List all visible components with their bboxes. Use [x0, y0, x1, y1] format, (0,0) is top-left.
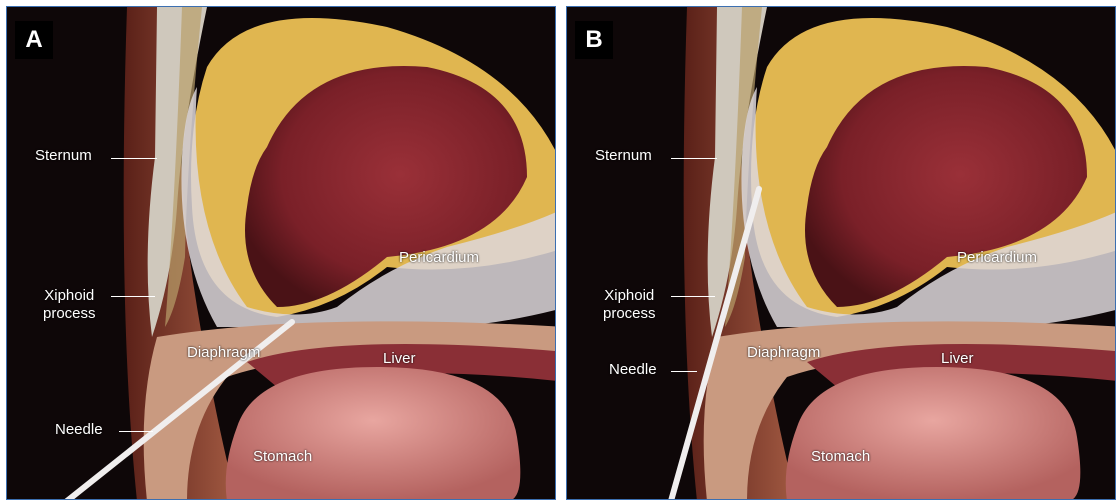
- liver-label: Liver: [383, 350, 416, 368]
- sternum-label: Sternum: [595, 147, 652, 165]
- sternum-leader: [671, 158, 717, 159]
- liver-label: Liver: [941, 350, 974, 368]
- panel-a: A Sternum Xiphoid process Needle Pericar…: [6, 6, 556, 500]
- xiphoid-leader: [671, 296, 715, 297]
- xiphoid-label: Xiphoid process: [43, 287, 96, 323]
- needle-leader: [671, 371, 697, 372]
- pericardium-label: Pericardium: [957, 249, 1037, 267]
- panel-b: B Sternum Xiphoid process Needle Pericar…: [566, 6, 1116, 500]
- needle-label: Needle: [609, 361, 657, 379]
- sternum-label: Sternum: [35, 147, 92, 165]
- stomach-label: Stomach: [253, 448, 312, 466]
- stomach-label: Stomach: [811, 448, 870, 466]
- needle-label: Needle: [55, 421, 103, 439]
- diaphragm-label: Diaphragm: [747, 344, 820, 362]
- xiphoid-label: Xiphoid process: [603, 287, 656, 323]
- diaphragm-label: Diaphragm: [187, 344, 260, 362]
- pericardium-label: Pericardium: [399, 249, 479, 267]
- xiphoid-leader: [111, 296, 155, 297]
- panel-letter: A: [15, 21, 53, 59]
- sternum-leader: [111, 158, 157, 159]
- needle-leader: [119, 431, 153, 432]
- panel-letter: B: [575, 21, 613, 59]
